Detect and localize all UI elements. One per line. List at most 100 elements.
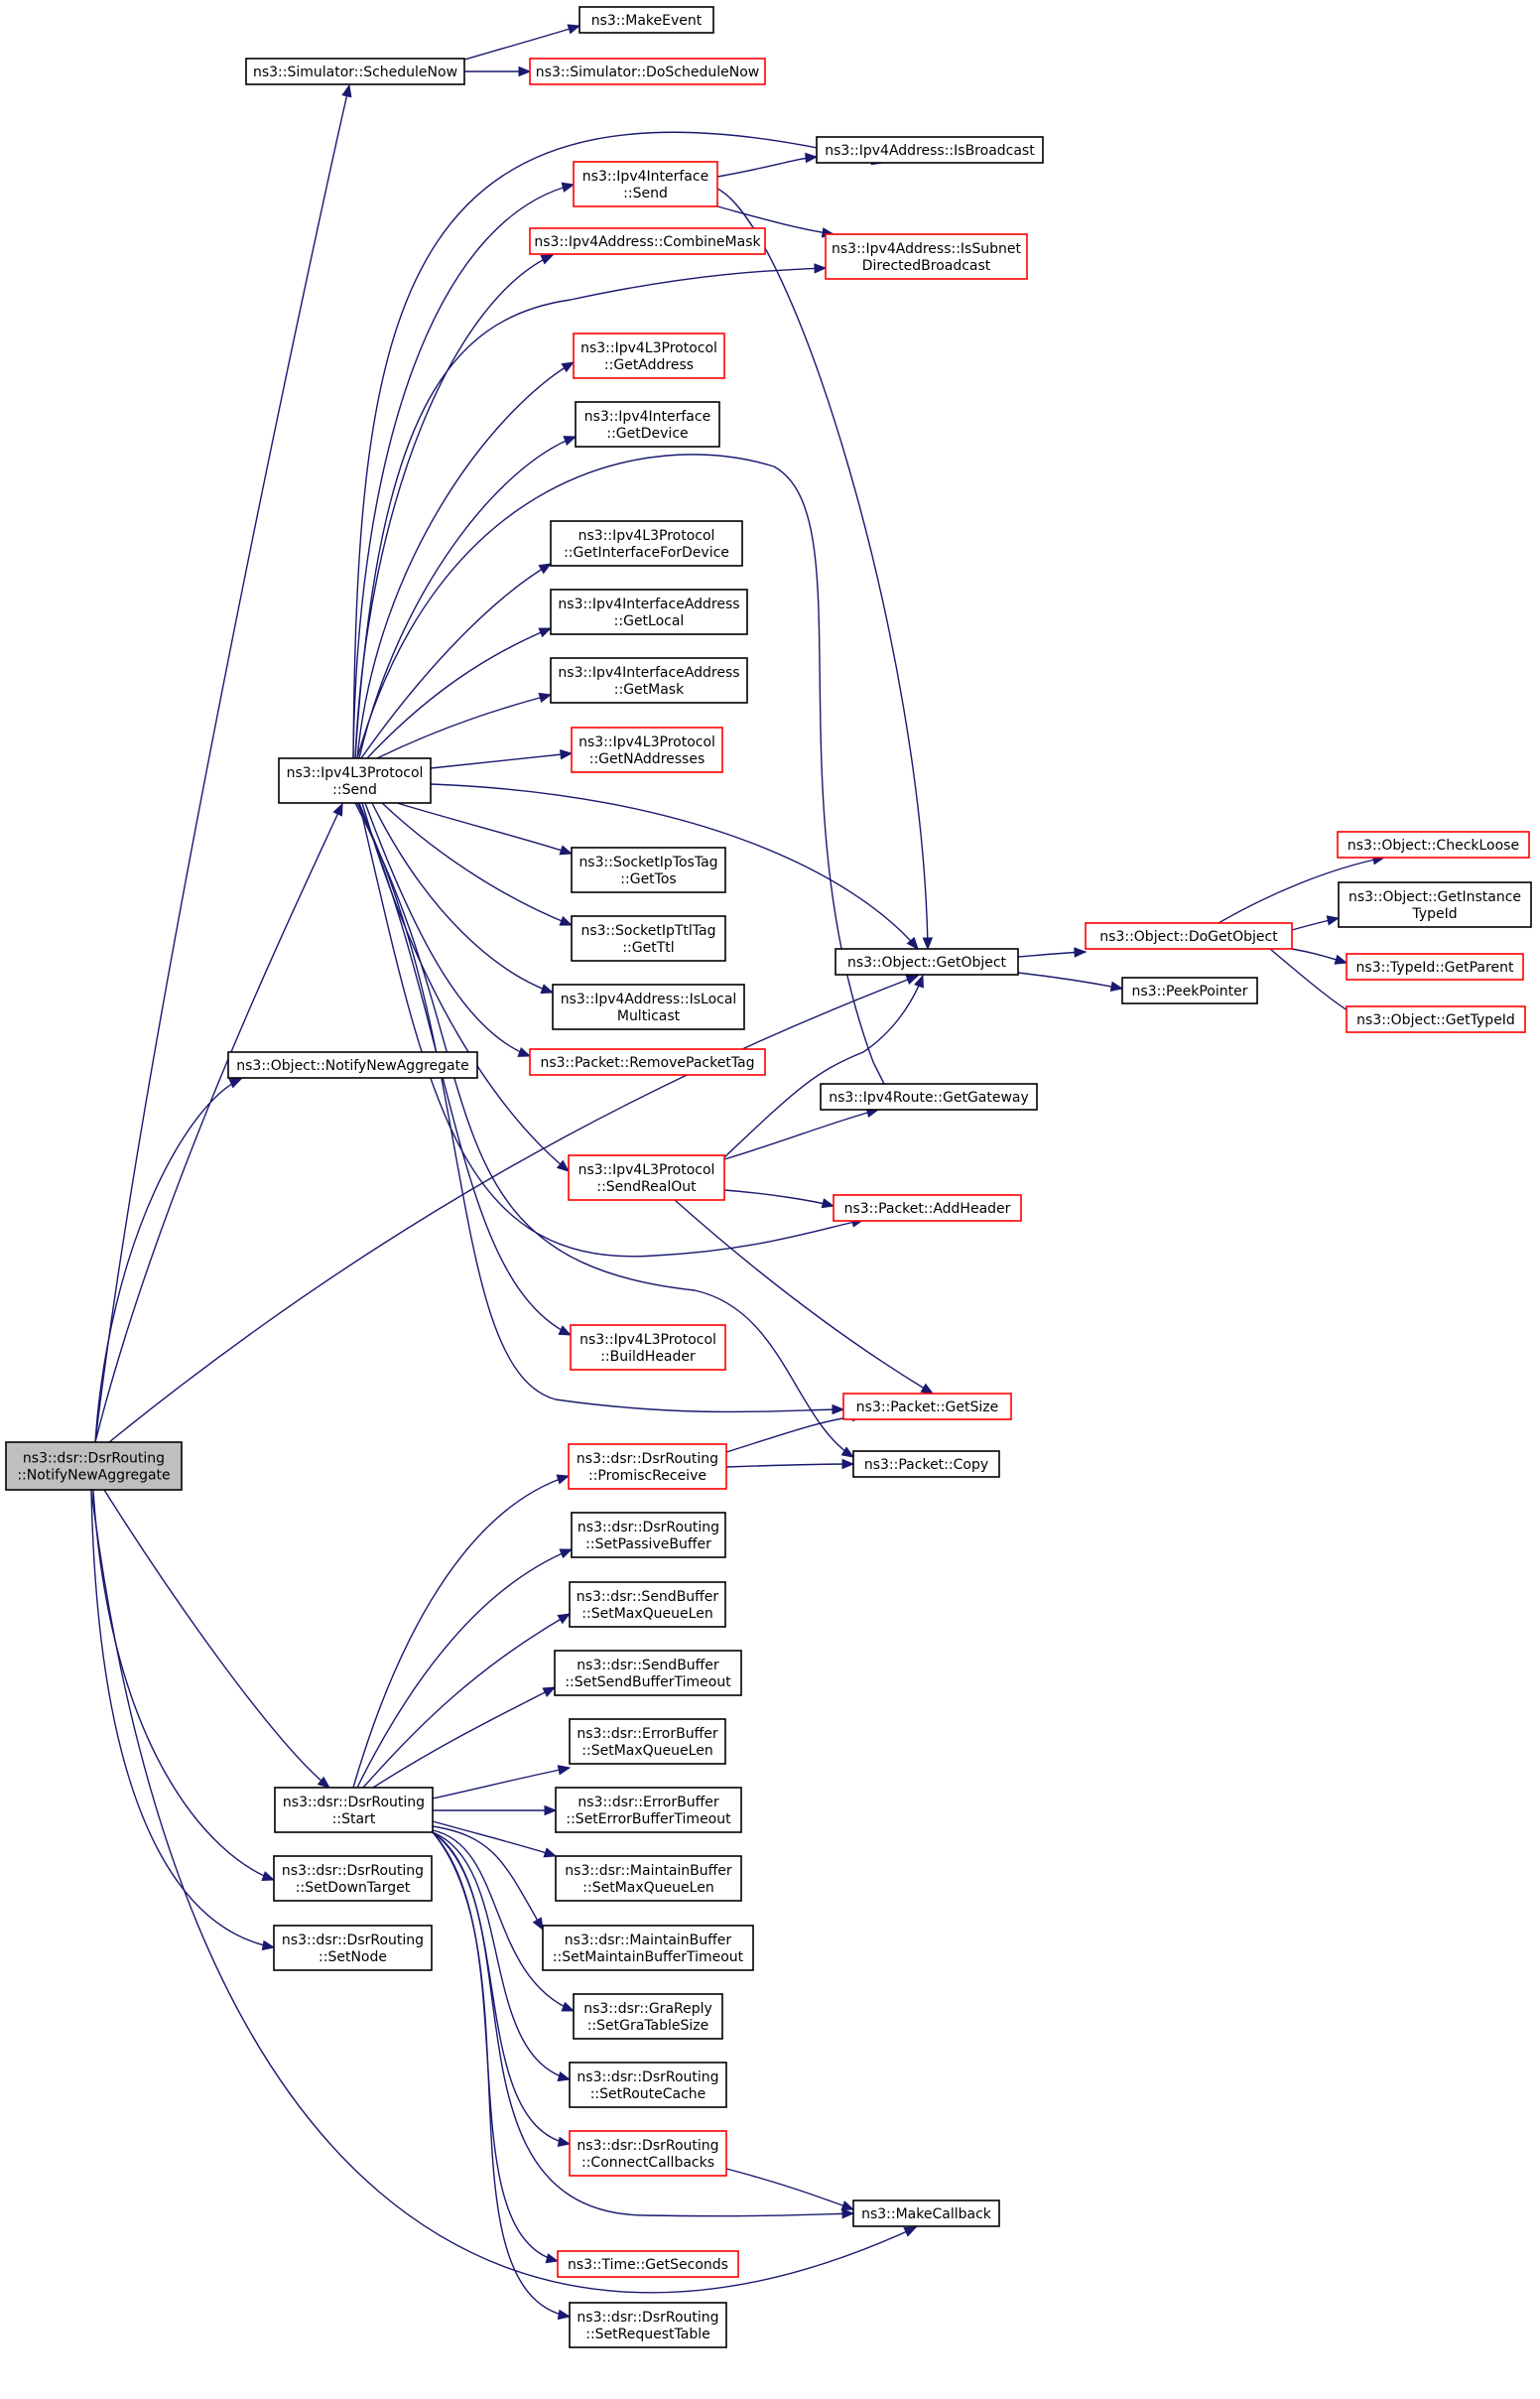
edge-start-to-mbtimeout xyxy=(432,1825,544,1932)
node-setdown[interactable]: ns3::dsr::DsrRouting::SetDownTarget xyxy=(273,1855,433,1902)
node-label: ::SetRouteCache xyxy=(590,2086,706,2102)
node-label: ns3::Ipv4L3Protocol xyxy=(287,765,424,781)
edge-line xyxy=(358,436,577,759)
node-issubnet[interactable]: ns3::Ipv4Address::IsSubnetDirectedBroadc… xyxy=(825,233,1028,280)
node-getobject[interactable]: ns3::Object::GetObject xyxy=(834,948,1019,976)
node-box xyxy=(529,58,766,85)
node-getdevice[interactable]: ns3::Ipv4Interface::GetDevice xyxy=(575,401,720,448)
node-box xyxy=(820,1083,1038,1111)
edge-start-to-ebmaxq xyxy=(432,1765,572,1799)
edge-line xyxy=(366,627,552,759)
node-setnode[interactable]: ns3::dsr::DsrRouting::SetNode xyxy=(273,1925,433,1971)
arrowhead xyxy=(544,1804,558,1816)
node-addheader[interactable]: ns3::Packet::AddHeader xyxy=(833,1194,1022,1222)
node-getmask[interactable]: ns3::Ipv4InterfaceAddress::GetMask xyxy=(550,657,748,704)
node-label: ns3::Ipv4L3Protocol xyxy=(578,1162,715,1178)
node-buildheader[interactable]: ns3::Ipv4L3Protocol::BuildHeader xyxy=(570,1324,726,1371)
node-connectcb[interactable]: ns3::dsr::DsrRouting::ConnectCallbacks xyxy=(569,2130,727,2177)
node-label: ns3::Time::GetSeconds xyxy=(568,2257,728,2273)
node-box xyxy=(529,227,766,255)
node-box xyxy=(852,1450,1000,1478)
node-getlocal[interactable]: ns3::Ipv4InterfaceAddress::GetLocal xyxy=(550,589,748,635)
node-label: ::PromiscReceive xyxy=(588,1468,706,1484)
node-label: ns3::Ipv4L3Protocol xyxy=(580,340,717,356)
node-makecallback[interactable]: ns3::MakeCallback xyxy=(852,2199,1000,2227)
node-box xyxy=(542,1925,754,1971)
node-sbmaxq[interactable]: ns3::dsr::SendBuffer::SetMaxQueueLen xyxy=(569,1581,726,1628)
node-peekpointer[interactable]: ns3::PeekPointer xyxy=(1121,977,1258,1004)
node-setreqtable[interactable]: ns3::dsr::DsrRouting::SetRequestTable xyxy=(569,2302,727,2348)
node-getparent[interactable]: ns3::TypeId::GetParent xyxy=(1346,953,1524,981)
edge-sendrealout-to-addheader xyxy=(723,1189,835,1209)
node-gettos[interactable]: ns3::SocketIpTosTag::GetTos xyxy=(571,847,726,893)
edge-ifsend-to-isbroadcast xyxy=(716,152,819,178)
node-makeevent[interactable]: ns3::MakeEvent xyxy=(578,6,714,34)
node-doschednow[interactable]: ns3::Simulator::DoScheduleNow xyxy=(529,58,766,85)
node-copy[interactable]: ns3::Packet::Copy xyxy=(852,1450,1000,1478)
node-combinemask[interactable]: ns3::Ipv4Address::CombineMask xyxy=(529,227,766,255)
node-label: ns3::Ipv4Address::IsBroadcast xyxy=(825,143,1035,159)
node-label: ::SetMaxQueueLen xyxy=(581,1606,712,1622)
node-box xyxy=(550,589,748,635)
node-label: ns3::Object::GetInstance xyxy=(1348,889,1521,905)
node-label: ns3::Ipv4Route::GetGateway xyxy=(829,1090,1029,1106)
node-getnaddr[interactable]: ns3::Ipv4L3Protocol::GetNAddresses xyxy=(571,727,723,773)
node-getseconds[interactable]: ns3::Time::GetSeconds xyxy=(557,2250,739,2278)
node-box xyxy=(273,1925,433,1971)
node-start[interactable]: ns3::dsr::DsrRouting::Start xyxy=(274,1787,434,1833)
node-label: ::SetGraTableSize xyxy=(587,2018,709,2034)
edge-line xyxy=(356,361,575,759)
edge-line xyxy=(371,802,554,994)
node-routecache[interactable]: ns3::dsr::DsrRouting::SetRouteCache xyxy=(569,2062,727,2108)
node-box xyxy=(273,1855,433,1902)
node-mbtimeout[interactable]: ns3::dsr::MaintainBuffer::SetMaintainBuf… xyxy=(542,1925,754,1971)
node-isbroadcast[interactable]: ns3::Ipv4Address::IsBroadcast xyxy=(816,136,1044,164)
node-ifsend[interactable]: ns3::Ipv4Interface::Send xyxy=(573,161,718,207)
edge-start-to-getseconds xyxy=(432,1831,560,2264)
edge-line xyxy=(430,752,573,769)
node-box xyxy=(852,2199,1000,2227)
node-ebmaxq[interactable]: ns3::dsr::ErrorBuffer::SetMaxQueueLen xyxy=(569,1718,726,1765)
node-getsize[interactable]: ns3::Packet::GetSize xyxy=(842,1393,1012,1420)
edge-start-to-routecache xyxy=(432,1831,572,2082)
node-l3send[interactable]: ns3::Ipv4L3Protocol::Send xyxy=(278,757,432,804)
node-sbtimeout[interactable]: ns3::dsr::SendBuffer::SetSendBufferTimeo… xyxy=(554,1650,742,1696)
node-removetag[interactable]: ns3::Packet::RemovePacketTag xyxy=(529,1048,766,1076)
node-label: ::SetMaintainBufferTimeout xyxy=(553,1949,744,1965)
node-root[interactable]: ns3::dsr::DsrRouting::NotifyNewAggregate xyxy=(5,1441,183,1491)
node-label: ::SendRealOut xyxy=(596,1179,697,1195)
arrowhead xyxy=(543,1847,558,1858)
edge-root-to-start xyxy=(103,1489,331,1789)
node-promisc[interactable]: ns3::dsr::DsrRouting::PromiscReceive xyxy=(568,1443,727,1490)
node-setpassive[interactable]: ns3::dsr::DsrRouting::SetPassiveBuffer xyxy=(571,1512,726,1558)
node-checkloose[interactable]: ns3::Object::CheckLoose xyxy=(1337,831,1530,859)
arrowhead xyxy=(517,1047,532,1057)
node-getiffordev[interactable]: ns3::Ipv4L3Protocol::GetInterfaceForDevi… xyxy=(550,520,743,567)
node-schednow[interactable]: ns3::Simulator::ScheduleNow xyxy=(245,58,465,85)
node-getttl[interactable]: ns3::SocketIpTtlTag::GetTtl xyxy=(571,915,726,962)
edge-l3send-to-ifsend xyxy=(352,182,576,759)
node-getgateway[interactable]: ns3::Ipv4Route::GetGateway xyxy=(820,1083,1038,1111)
node-notifyagg[interactable]: ns3::Object::NotifyNewAggregate xyxy=(227,1051,478,1079)
node-sendrealout[interactable]: ns3::Ipv4L3Protocol::SendRealOut xyxy=(568,1154,725,1201)
node-mbmaxq[interactable]: ns3::dsr::MaintainBuffer::SetMaxQueueLen xyxy=(555,1855,742,1902)
node-label: ::GetLocal xyxy=(614,613,685,629)
node-getaddress[interactable]: ns3::Ipv4L3Protocol::GetAddress xyxy=(573,333,725,379)
node-gratable[interactable]: ns3::dsr::GraReply::SetGraTableSize xyxy=(573,1993,723,2040)
edge-line xyxy=(362,1613,571,1789)
arrowhead xyxy=(557,2136,572,2147)
edge-line xyxy=(94,1078,242,1443)
arrowhead xyxy=(341,83,352,98)
edge-line xyxy=(674,1199,934,1395)
node-dogetobject[interactable]: ns3::Object::DoGetObject xyxy=(1085,922,1293,950)
edge-l3send-to-getsize xyxy=(356,802,845,1415)
node-label: ns3::Packet::RemovePacketTag xyxy=(540,1055,754,1071)
arrowhead xyxy=(840,2200,855,2210)
node-gettypeid[interactable]: ns3::Object::GetTypeId xyxy=(1346,1005,1526,1033)
node-box xyxy=(554,1650,742,1696)
node-box xyxy=(1337,831,1530,859)
edge-line xyxy=(108,975,919,1443)
node-ebtimeout[interactable]: ns3::dsr::ErrorBuffer::SetErrorBufferTim… xyxy=(555,1787,742,1833)
